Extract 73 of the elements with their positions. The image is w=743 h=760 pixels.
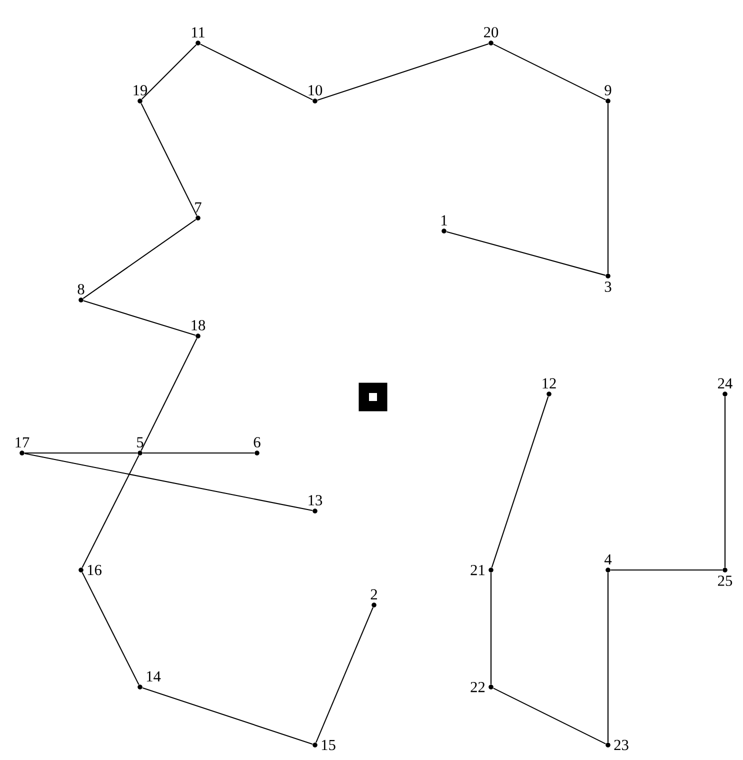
- point: 3: [604, 274, 612, 292]
- node-label: 8: [78, 284, 84, 294]
- line: [607, 104, 609, 274]
- node-label: 17: [16, 437, 30, 448]
- line: [142, 44, 196, 100]
- point: 22: [470, 682, 494, 692]
- node-label: 14: [146, 671, 161, 682]
- point: 2: [370, 589, 377, 608]
- node-label: 10: [308, 85, 322, 96]
- line: [82, 455, 140, 568]
- node-label: 18: [192, 320, 206, 330]
- point: 14: [138, 671, 161, 690]
- line: [316, 607, 374, 743]
- point: 21: [470, 564, 494, 576]
- node-label: 25: [718, 576, 732, 586]
- line: [493, 44, 606, 100]
- point: 20: [484, 27, 498, 46]
- point: 6: [254, 437, 260, 456]
- node-label: 22: [470, 682, 485, 692]
- line: [140, 103, 198, 216]
- node-label: 3: [604, 282, 612, 292]
- line: [142, 687, 313, 745]
- line: [446, 231, 606, 276]
- node-label: 7: [195, 202, 202, 212]
- node-label: 20: [484, 27, 498, 38]
- point: 11: [192, 27, 204, 46]
- node-label: 11: [192, 27, 204, 38]
- point: 24: [718, 378, 732, 396]
- point: 1: [442, 215, 447, 234]
- node-label: 2: [370, 589, 377, 600]
- point: 16: [78, 564, 102, 576]
- line: [24, 453, 312, 512]
- line: [142, 452, 254, 454]
- line: [607, 572, 609, 742]
- node-label: 9: [604, 85, 612, 96]
- node-label: 13: [308, 495, 322, 506]
- point: 18: [192, 320, 206, 338]
- line: [491, 396, 549, 568]
- node-label: 6: [254, 437, 260, 448]
- point: 12: [542, 378, 556, 396]
- node-label: 23: [614, 740, 628, 750]
- node-label: 15: [322, 740, 336, 750]
- node-label: 4: [604, 554, 612, 564]
- node-label: 12: [542, 378, 556, 388]
- node-label: 16: [88, 564, 102, 576]
- point: 25: [718, 568, 732, 586]
- line: [317, 43, 489, 101]
- line: [82, 219, 196, 299]
- point: 7: [195, 202, 202, 220]
- node-label: 21: [470, 564, 484, 576]
- node-label: 19: [134, 85, 148, 96]
- point: 4: [604, 554, 612, 572]
- point: 17: [16, 437, 30, 456]
- point: 9: [604, 85, 612, 104]
- line: [724, 396, 726, 568]
- line: [200, 44, 313, 100]
- line: [490, 572, 492, 684]
- point: 23: [606, 740, 628, 750]
- line: [82, 572, 140, 685]
- line: [83, 300, 196, 336]
- line: [493, 688, 606, 744]
- node-label: 24: [718, 378, 732, 388]
- point: 19: [134, 85, 148, 104]
- point: 8: [78, 284, 84, 302]
- point: 13: [308, 495, 322, 514]
- node-label: 1: [442, 215, 447, 226]
- line: [24, 452, 138, 454]
- point: 10: [308, 85, 322, 104]
- node-label: 5: [137, 437, 144, 448]
- line: [140, 338, 198, 451]
- point: 5: [137, 437, 144, 456]
- line: [610, 569, 722, 571]
- point: 15: [312, 740, 336, 750]
